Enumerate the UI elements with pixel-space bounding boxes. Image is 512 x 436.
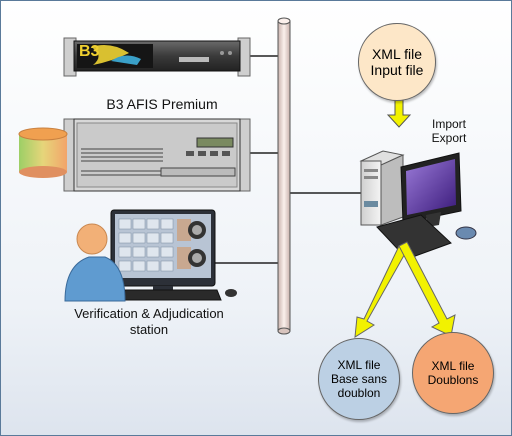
xml-doublons-circle: XML file Doublons [412,332,494,414]
user-avatar [64,223,126,302]
workstation-monitor [110,209,216,295]
xml-input-line2: Input file [370,62,424,78]
xml-doublons-line1: XML file [431,359,475,373]
import-export-label: Import Export [421,117,477,146]
pc-monitor [400,152,462,227]
xml-input-circle: XML file Input file [358,23,436,101]
xml-doublons-line2: Doublons [427,373,479,387]
arrow-to-doublons [398,241,456,337]
import-label: Import [431,117,466,131]
network-backbone [277,17,291,335]
database-cylinder [18,127,68,178]
xml-input-line1: XML file [371,46,423,62]
xml-base-line3: doublon [337,386,381,400]
workstation-label-line2: station [129,321,169,337]
server-1u [63,37,251,77]
xml-base-line1: XML file [337,358,381,372]
xml-base-line2: Base sans [330,372,388,386]
workstation-keyboard [108,289,237,301]
workstation-label: Verification & Adjudication station [39,306,259,337]
xml-base-circle: XML file Base sans doublon [318,338,400,420]
b3-logo-text: B3 [79,43,100,60]
server-rack [63,118,251,192]
arrow-to-base [354,245,408,338]
workstation-label-line1: Verification & Adjudication [74,306,224,321]
export-label: Export [431,131,467,146]
pc-keyboard [376,214,477,260]
connection-lines [214,55,361,264]
server-rack-label: B3 AFIS Premium [106,96,218,112]
pc-tower [359,150,405,226]
